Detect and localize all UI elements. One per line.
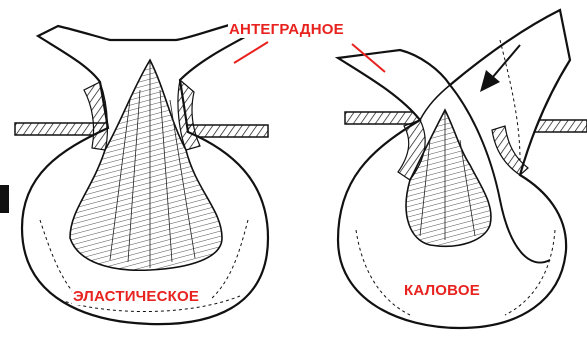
right-rectum-figure xyxy=(338,10,587,328)
label-fecal: КАЛОВОЕ xyxy=(403,282,481,299)
label-antegrade: АНТЕГРАДНОЕ xyxy=(228,21,345,38)
leader-line-left xyxy=(234,42,268,63)
label-elastic: ЭЛАСТИЧЕСКОЕ xyxy=(72,288,200,305)
side-marker xyxy=(0,185,9,213)
left-rectum-figure xyxy=(15,22,268,324)
pelvic-floor-plate-left-2 xyxy=(186,125,268,137)
